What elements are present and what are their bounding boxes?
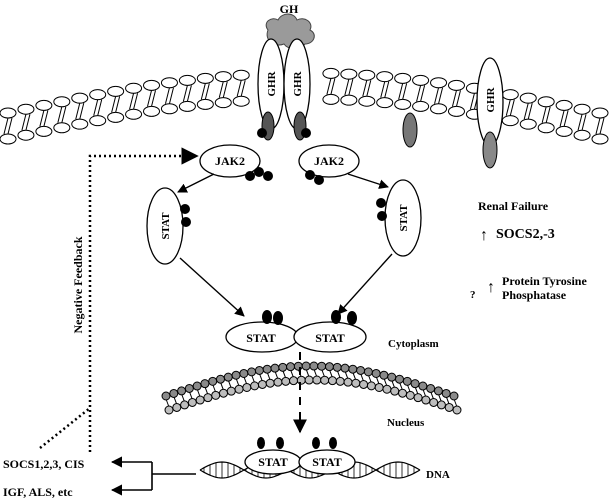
stat-dimer-label-right: STAT [315, 331, 345, 345]
up-arrow-socs: ↑ [480, 227, 488, 244]
membrane-protein-stub [402, 112, 418, 148]
nuclear-membrane [161, 361, 462, 415]
plasma-membrane [0, 67, 609, 145]
gh-label: GH [280, 2, 299, 16]
jak2-label-left: JAK2 [215, 154, 245, 168]
negative-feedback-connector [39, 407, 91, 449]
ghr-label-right: GHR [292, 70, 304, 96]
stat-dimer-label-left: STAT [246, 331, 276, 345]
arrow-stat-dimer-right [337, 253, 393, 315]
output-bracket [151, 462, 196, 490]
stat-left [146, 187, 191, 265]
ghr-label-monomer: GHR [485, 86, 497, 112]
stat-label-right: STAT [398, 204, 410, 232]
gh-ligand [265, 13, 315, 49]
phosphatase-label: Phosphatase [502, 288, 567, 302]
protein-tyrosine-label: Protein Tyrosine [502, 274, 587, 288]
question-mark: ? [470, 289, 476, 301]
ghr-receptor-monomer [476, 57, 504, 169]
arrow-stat-dimer-left [179, 257, 245, 317]
stat-dna-label-left: STAT [258, 455, 288, 469]
ghr-label-left: GHR [266, 70, 278, 96]
arrow-jak2-stat-right [347, 173, 389, 189]
stat-dimer-cytoplasm [225, 310, 367, 353]
dna-label: DNA [426, 469, 450, 481]
nucleus-label: Nucleus [387, 417, 425, 429]
socs23-label: SOCS2,-3 [496, 227, 555, 242]
socs-cis-label: SOCS1,2,3, CIS [3, 457, 85, 471]
jak2-right [298, 144, 360, 185]
arrow-jak2-stat-left [177, 173, 215, 193]
renal-failure-label: Renal Failure [478, 199, 549, 213]
stat-right [376, 179, 422, 257]
up-arrow-ptp: ↑ [487, 279, 495, 296]
jak2-label-right: JAK2 [314, 154, 344, 168]
cytoplasm-label: Cytoplasm [388, 338, 439, 350]
stat-dimer-dna [244, 437, 356, 475]
negative-feedback-label: Negative Feedback [71, 236, 85, 333]
stat-dna-label-right: STAT [312, 455, 342, 469]
receptor-phospho-dots [257, 128, 311, 138]
stat-label-left: STAT [160, 212, 172, 240]
igf-als-label: IGF, ALS, etc [3, 485, 73, 499]
jak2-left [199, 144, 273, 181]
negative-feedback-line [88, 147, 199, 452]
